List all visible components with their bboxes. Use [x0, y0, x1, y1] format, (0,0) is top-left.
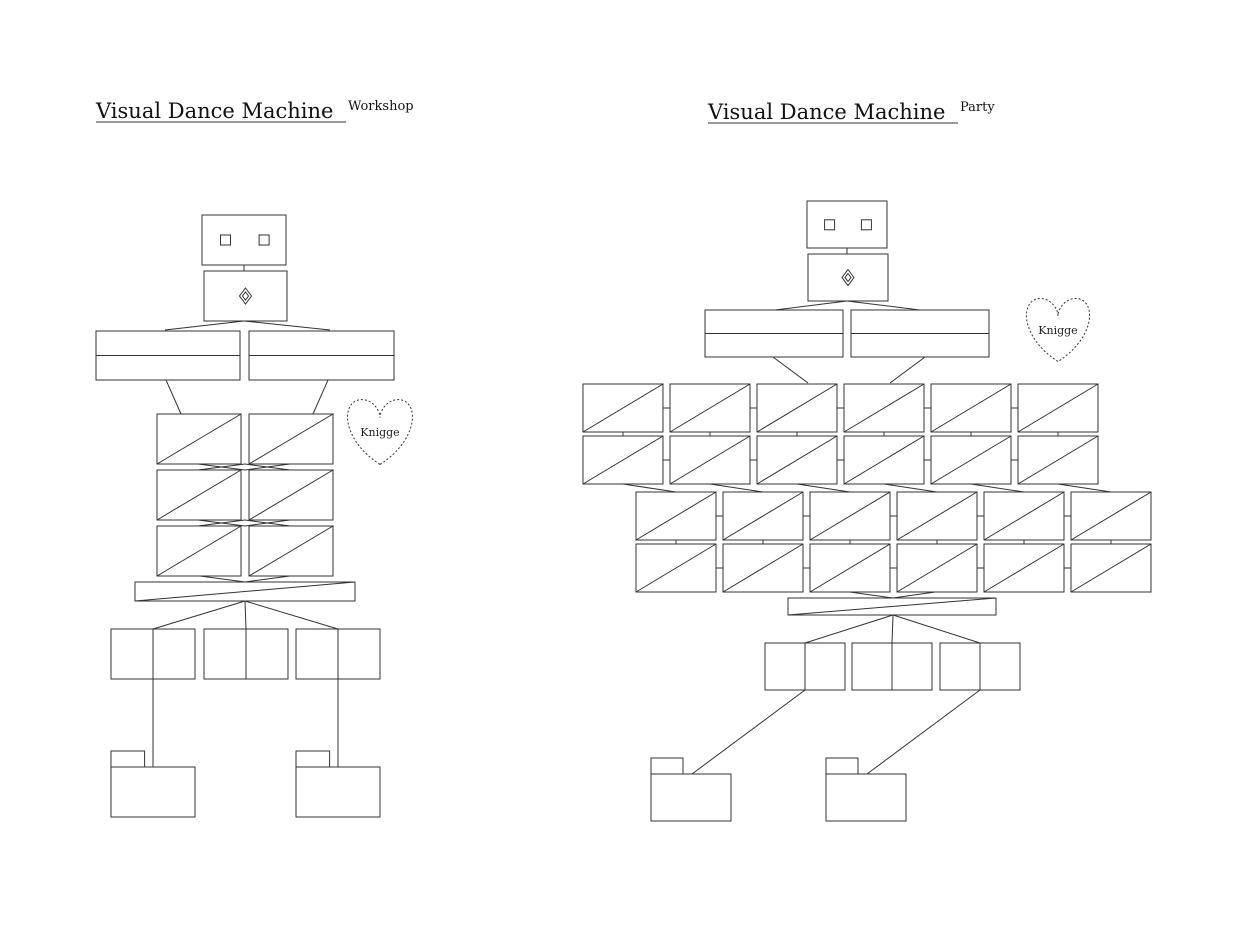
mixer-to-speaker: [892, 614, 981, 644]
screen-link: [197, 519, 246, 527]
speaker-to-folder-left: [691, 689, 806, 775]
screen-diagonal: [156, 525, 242, 577]
title-workshop-sup: Workshop: [348, 99, 414, 114]
folder-tab: [650, 757, 684, 775]
heart-label: Knigge: [1038, 324, 1077, 337]
screen-diagonal: [669, 435, 751, 485]
heart-label: Knigge: [360, 426, 399, 439]
screen-diagonal: [756, 383, 838, 433]
chest-to-shoulder-right: [243, 320, 331, 331]
title-workshop-main: Visual Dance Machine: [95, 99, 333, 123]
eye-left: [219, 234, 231, 246]
screen-diagonal: [722, 491, 804, 541]
diamond-inner: [844, 272, 852, 283]
screen-diagonal: [896, 543, 978, 593]
screen-diagonal: [983, 491, 1065, 541]
folder-tab: [295, 750, 331, 768]
screen-diagonal: [669, 383, 751, 433]
eye-right: [258, 234, 270, 246]
screen-diagonal: [722, 543, 804, 593]
folder-tab: [110, 750, 146, 768]
mixer-to-speaker: [804, 614, 894, 644]
screen-diagonal: [843, 383, 925, 433]
head-box: [201, 214, 287, 266]
title-party: Visual Dance Machine Party: [707, 100, 995, 124]
screen-diagonal: [930, 383, 1012, 433]
screen-link-d: [1057, 483, 1112, 493]
eye-left: [824, 219, 836, 231]
screen-to-mixer-right: [892, 591, 936, 599]
screen-link-d: [883, 483, 938, 493]
screen-diagonal: [156, 469, 242, 521]
diamond-outer: [841, 268, 855, 287]
heart-icon: [347, 399, 413, 465]
head-box: [806, 200, 888, 249]
screen-diagonal: [843, 435, 925, 485]
arm-right: [889, 356, 926, 384]
screen-diagonal: [809, 543, 891, 593]
eye-right: [860, 219, 872, 231]
arm-right: [312, 379, 329, 415]
mixer-to-speaker: [244, 600, 247, 630]
screen-diagonal: [756, 435, 838, 485]
screen-diagonal: [582, 383, 664, 433]
mixer-to-speaker: [152, 600, 246, 630]
screen-diagonal: [1070, 543, 1152, 593]
folder-body: [295, 766, 381, 818]
screen-link-d: [970, 483, 1025, 493]
screen-link-d: [796, 483, 851, 493]
chest-to-shoulder-left: [164, 320, 245, 331]
screen-diagonal: [248, 469, 334, 521]
screen-diagonal: [582, 435, 664, 485]
folder-body: [110, 766, 196, 818]
arm-left: [772, 356, 809, 384]
screen-diagonal: [635, 543, 717, 593]
mixer-to-speaker: [891, 614, 894, 644]
screen-link: [244, 463, 291, 471]
chest-box: [203, 270, 288, 322]
screen-diagonal: [1070, 491, 1152, 541]
title-workshop: Visual Dance Machine Workshop: [95, 99, 414, 123]
chest-box: [807, 253, 889, 302]
screen-link: [197, 463, 246, 471]
screen-link: [244, 519, 291, 527]
arm-left: [165, 379, 182, 415]
screen-to-mixer-left: [849, 591, 894, 599]
screen-diagonal: [248, 413, 334, 465]
screen-link-d: [709, 483, 764, 493]
mixer-diagonal: [787, 597, 997, 616]
screen-diagonal: [809, 491, 891, 541]
party-diagram: Knigge: [582, 200, 1152, 822]
title-party-sup: Party: [960, 100, 995, 115]
folder-body: [825, 773, 907, 822]
screen-to-mixer-right: [244, 575, 291, 583]
screen-diagonal: [1017, 383, 1099, 433]
speaker-to-folder-right: [866, 689, 981, 775]
heart-icon: [1026, 297, 1090, 363]
diamond-outer: [238, 287, 253, 305]
screen-diagonal: [248, 525, 334, 577]
workshop-diagram: Knigge: [95, 214, 413, 818]
folder-tab: [825, 757, 859, 775]
screen-diagonal: [156, 413, 242, 465]
mixer-to-speaker: [244, 600, 339, 630]
screen-diagonal: [635, 491, 717, 541]
screen-diagonal: [1017, 435, 1099, 485]
diamond-inner: [241, 291, 250, 301]
screen-diagonal: [983, 543, 1065, 593]
folder-body: [650, 773, 732, 822]
screen-link-d: [622, 483, 677, 493]
chest-to-shoulder-left: [774, 300, 848, 311]
screen-diagonal: [896, 491, 978, 541]
screen-to-mixer-left: [199, 575, 246, 583]
mixer-diagonal: [134, 581, 356, 602]
screen-diagonal: [930, 435, 1012, 485]
title-party-main: Visual Dance Machine: [707, 100, 945, 124]
chest-to-shoulder-right: [846, 300, 921, 311]
